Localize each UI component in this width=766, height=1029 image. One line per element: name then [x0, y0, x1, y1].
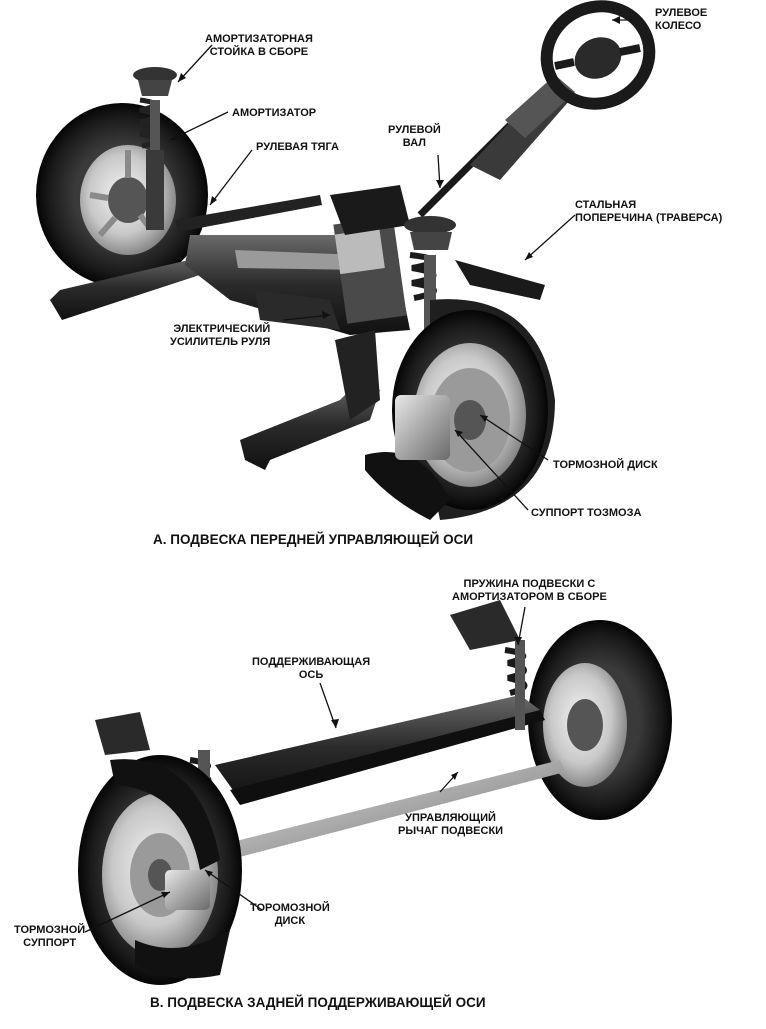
label-support-axle: ПОДДЕРЖИВАЮЩАЯ ОСЬ: [252, 656, 371, 681]
label-control-arm: УПРАВЛЯЮЩИЙ РЫЧАГ ПОДВЕСКИ: [398, 812, 504, 837]
rear-suspension-illustration: [78, 600, 672, 985]
rear-control-arm: [200, 760, 565, 866]
front-crossmember-bracket: [330, 185, 410, 235]
rear-right-wheel: [528, 620, 672, 820]
front-crossmember-plate: [455, 260, 545, 300]
front-left-lower-arm: [50, 255, 215, 320]
label-shock-absorber: АМОРТИЗАТОР: [232, 107, 317, 119]
front-left-strut: [133, 67, 177, 230]
label-rear-brake-disc: ТОРОМОЗНОЙ ДИСК: [250, 902, 330, 927]
label-steering-shaft: РУЛЕВОЙ ВАЛ: [388, 124, 441, 149]
caption-front: А. ПОДВЕСКА ПЕРЕДНЕЙ УПРАВЛЯЮЩЕЙ ОСИ: [153, 532, 474, 547]
label-tie-rod: РУЛЕВАЯ ТЯГА: [256, 141, 339, 153]
label-steering-wheel: РУЛЕВОЕ КОЛЕСО: [655, 7, 708, 32]
label-power-steering: ЭЛЕКТРИЧЕСКИЙ УСИЛИТЕЛЬ РУЛЯ: [170, 323, 271, 348]
front-left-wheel: [36, 103, 208, 287]
label-crossmember: СТАЛЬНАЯ ПОПЕРЕЧИНА (ТРАВЕРСА): [575, 199, 723, 224]
rear-left-wheel: [78, 755, 242, 985]
rear-right-shock: [450, 600, 528, 730]
tie-rod: [175, 195, 322, 232]
label-front-brake-caliper: СУППОРТ ТОЗМОЗА: [531, 507, 642, 519]
front-right-lower-arm: [240, 380, 380, 470]
label-spring-assembly: ПРУЖИНА ПОДВЕСКИ С АМОРТИЗАТОРОМ В СБОРЕ: [452, 578, 607, 603]
label-front-brake-disc: ТОРМОЗНОЙ ДИСК: [553, 459, 658, 471]
steering-rack: [185, 216, 410, 335]
rear-arrowheads: [161, 637, 522, 898]
steering-wheel: [540, 0, 656, 110]
steering-column: [417, 75, 575, 218]
front-arrowheads: [170, 16, 620, 437]
front-right-wheel: [365, 299, 555, 520]
front-suspension-illustration: [36, 0, 656, 520]
label-rear-brake-caliper: ТОРМОЗНОЙ СУППОРТ: [14, 924, 86, 949]
caption-rear: В. ПОДВЕСКА ЗАДНЕЙ ПОДДЕРЖИВАЮЩЕЙ ОСИ: [150, 995, 486, 1010]
label-strut-assembly: АМОРТИЗАТОРНАЯ СТОЙКА В СБОРЕ: [205, 33, 313, 58]
